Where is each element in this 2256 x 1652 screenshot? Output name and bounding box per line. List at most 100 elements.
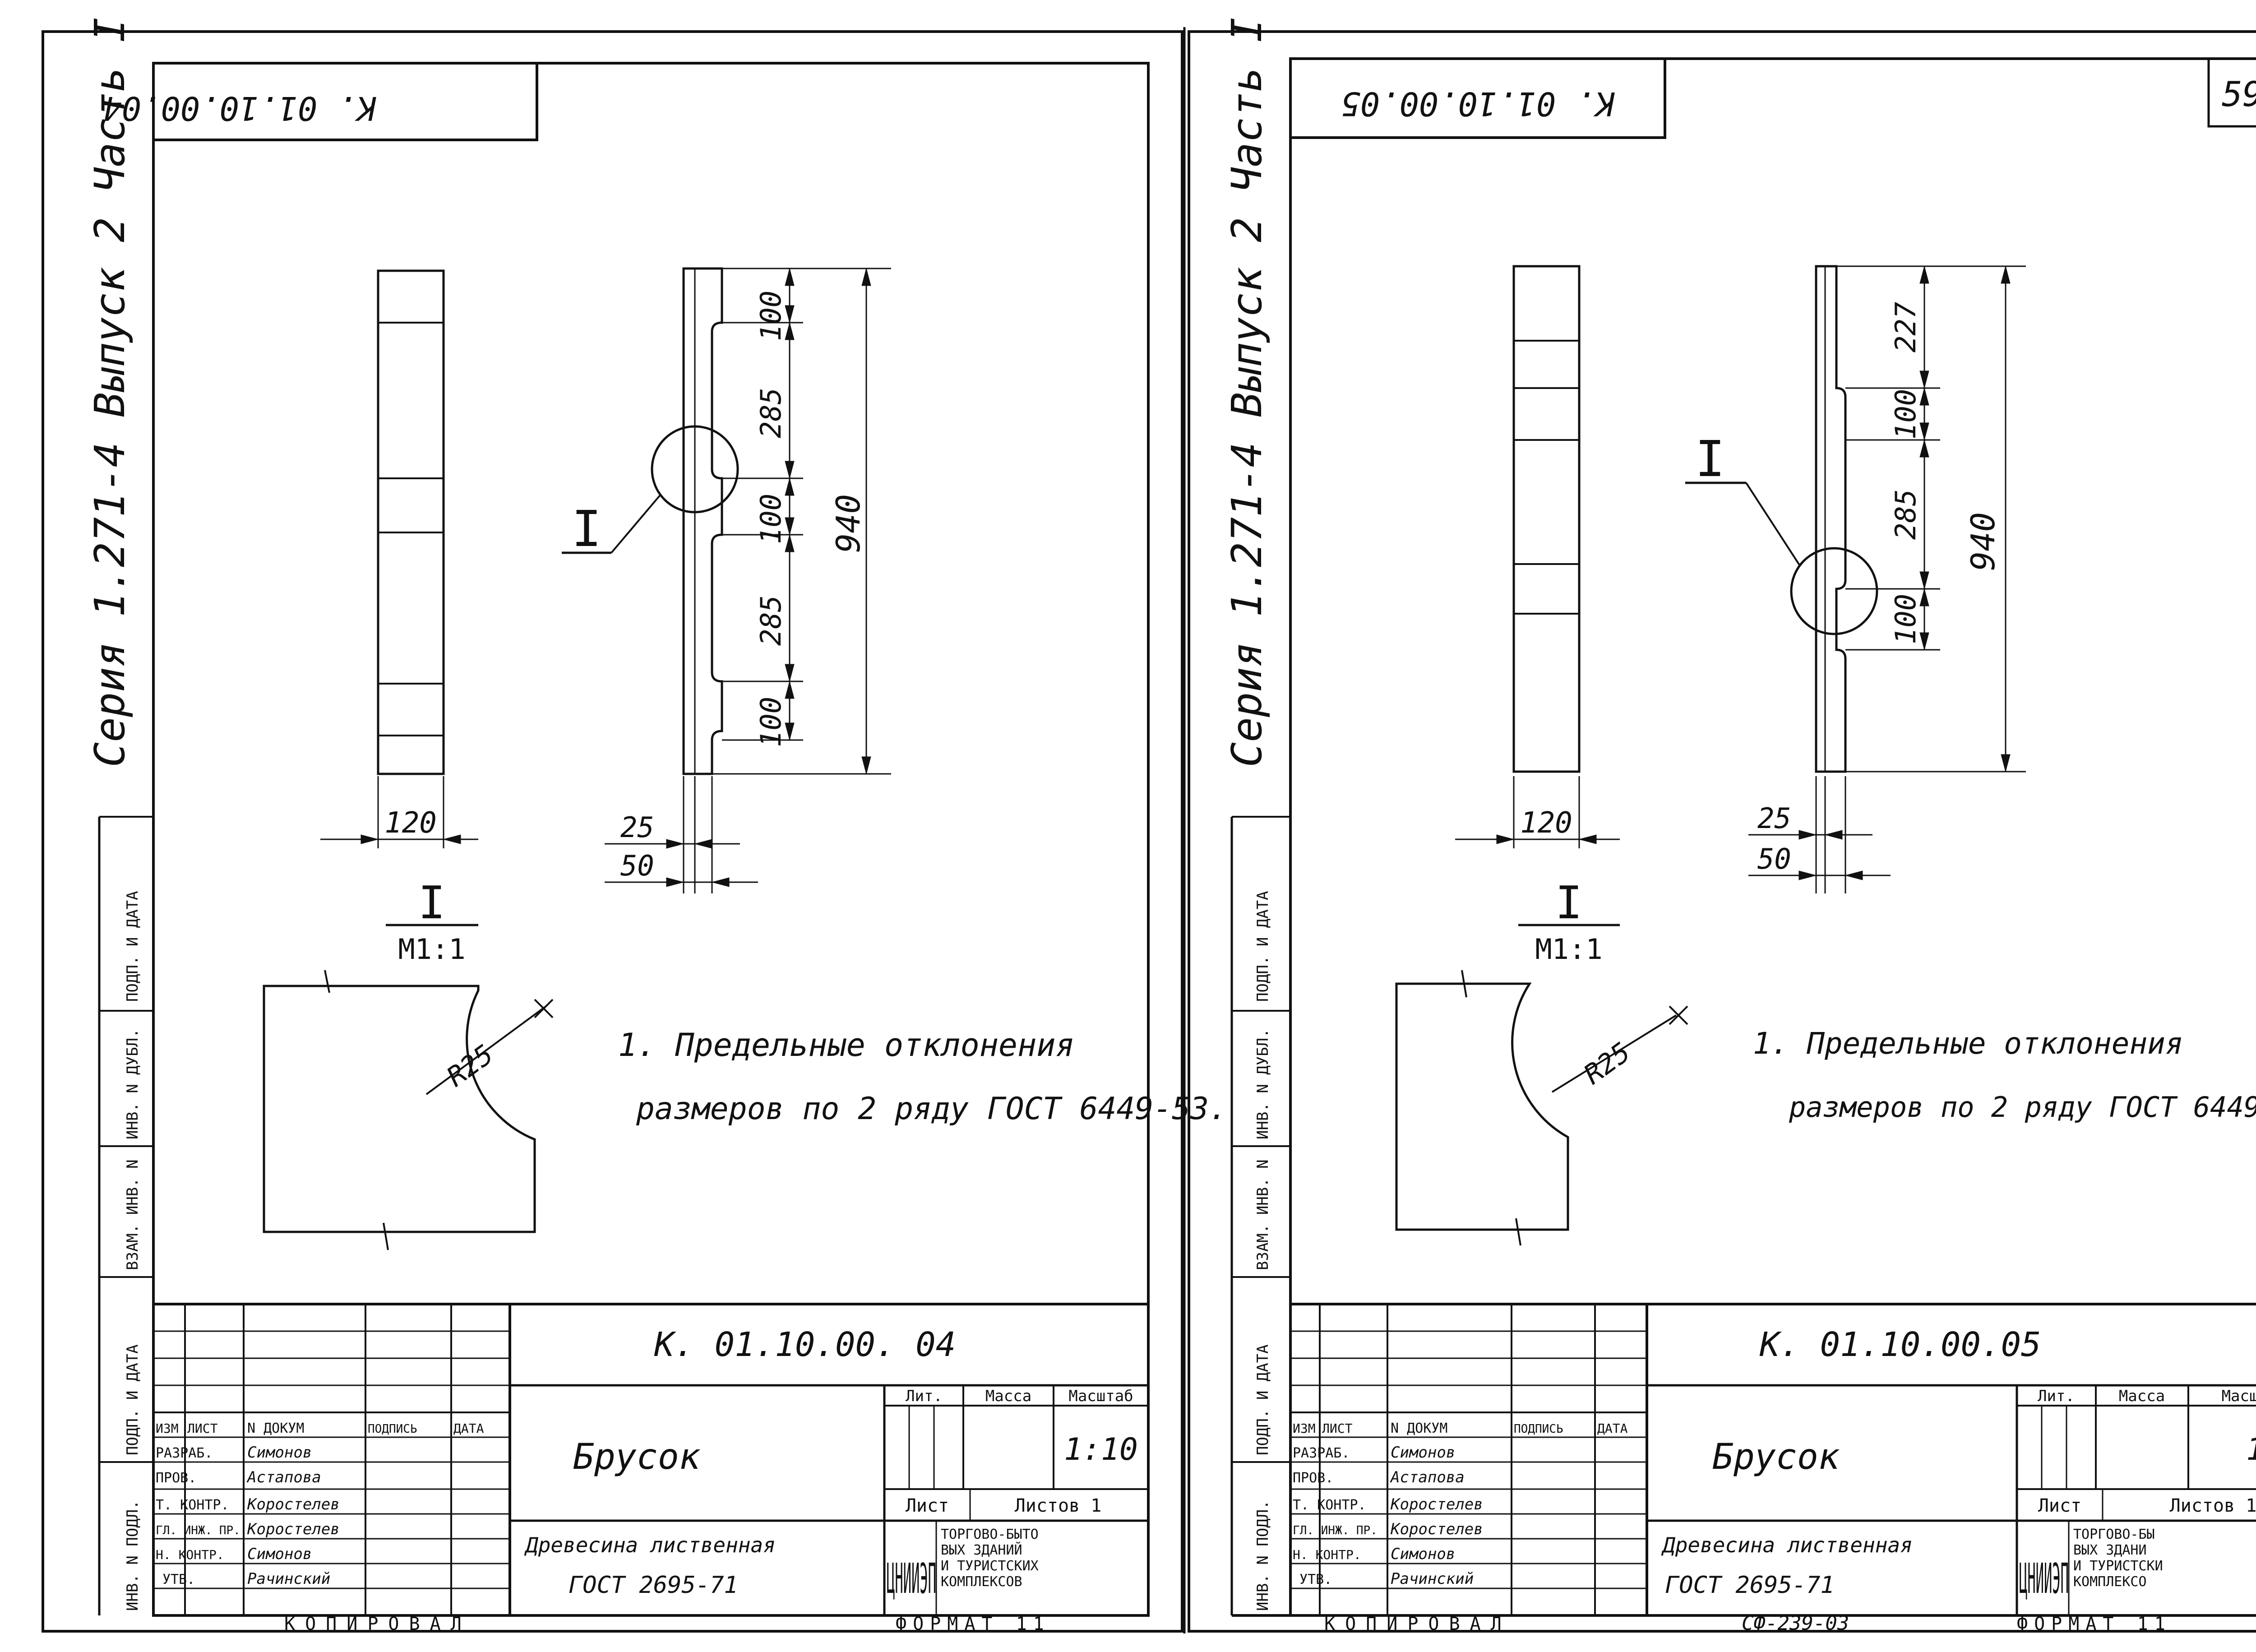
org-sub: ТОРГОВО-БЫ bbox=[2073, 1527, 2155, 1542]
callout-label: I bbox=[1695, 430, 1725, 488]
material-line-2: ГОСТ 2695-71 bbox=[1665, 1572, 1835, 1599]
sheet-left-text: К. 01.10.00.04 Серия 1.271-4 Выпуск 2 Ча… bbox=[86, 17, 1227, 1634]
person: Коростелев bbox=[247, 1495, 340, 1513]
dim-25-label: 25 bbox=[1757, 802, 1791, 835]
sheet-right-text: К. 01.10.00.05 59 Серия 1.271-4 Выпуск 2… bbox=[1223, 17, 2256, 1635]
scale-value: 1:10 bbox=[1064, 1432, 1138, 1467]
col-mass: Масса bbox=[2119, 1387, 2165, 1405]
col-scale: Масшта bbox=[2222, 1387, 2256, 1405]
mirrored-stamp-box bbox=[152, 62, 538, 141]
part-title: Брусок bbox=[1712, 1437, 1840, 1477]
org-sub: ВЫХ ЗДАНИ bbox=[2073, 1542, 2147, 1558]
bar-front-view bbox=[1512, 265, 1581, 773]
dim-label: 100 bbox=[754, 291, 787, 341]
hdr-list: ЛИСТ bbox=[187, 1421, 218, 1436]
bar-side-view bbox=[682, 267, 723, 775]
hdr-izm: ИЗМ bbox=[1293, 1421, 1316, 1436]
bar-front-view bbox=[377, 269, 445, 775]
footer-series-code: СФ-239-03 bbox=[1742, 1612, 1849, 1635]
part-title: Брусок bbox=[573, 1437, 701, 1477]
dim-25-label: 25 bbox=[620, 811, 654, 844]
org-name: ЦНИИЭП bbox=[887, 1555, 936, 1603]
hdr-date: ДАТА bbox=[1597, 1421, 1628, 1436]
dim-label: 100 bbox=[1889, 389, 1922, 440]
hdr-doc: N ДОКУМ bbox=[247, 1421, 304, 1436]
dim-width-label: 120 bbox=[384, 806, 437, 840]
hdr-date: ДАТА bbox=[453, 1421, 484, 1436]
detail-callout-circle bbox=[651, 425, 739, 514]
side-column-5: ИНВ. N ПОДЛ. bbox=[124, 1500, 142, 1611]
mirrored-stamp-box bbox=[1289, 57, 1666, 139]
footer-format: ФОРМАТ 11 bbox=[2017, 1614, 2172, 1634]
detail-profile bbox=[263, 985, 536, 1233]
note-line-2: размеров по 2 ряду ГОСТ 6449-53. bbox=[636, 1091, 1227, 1127]
dim-50-label: 50 bbox=[1757, 842, 1791, 875]
title-block bbox=[1290, 1303, 2256, 1615]
bar-side-view bbox=[1815, 265, 1847, 773]
sheet-inner-frame bbox=[1289, 57, 2256, 1615]
org-sub: КОМПЛЕКСО bbox=[2073, 1574, 2147, 1590]
org-sub: КОМПЛЕКСОВ bbox=[941, 1574, 1022, 1590]
org-sub: ВЫХ ЗДАНИЙ bbox=[941, 1542, 1022, 1558]
col-sheets: Листов 1 bbox=[1015, 1495, 1102, 1516]
col-scale: Масштаб bbox=[1068, 1387, 1133, 1405]
dim-total-label: 940 bbox=[829, 494, 867, 553]
material-line-2: ГОСТ 2695-71 bbox=[569, 1572, 738, 1599]
doc-code: К. 01.10.00.05 bbox=[1759, 1325, 2041, 1364]
side-column-2: ИНВ. N ДУБЛ. bbox=[124, 1028, 142, 1139]
col-mass: Масса bbox=[985, 1387, 1031, 1405]
doc-code: К. 01.10.00. 04 bbox=[654, 1325, 956, 1364]
series-margin-label: Серия 1.271-4 Выпуск 2 Часть I bbox=[1223, 17, 1271, 767]
dim-label: 100 bbox=[1889, 594, 1922, 644]
hdr-doc: N ДОКУМ bbox=[1391, 1421, 1447, 1436]
footer-copied: КОПИРОВАЛ bbox=[284, 1614, 472, 1634]
side-column-4: ПОДП. И ДАТА bbox=[124, 1344, 142, 1455]
mirrored-doc-stamp: К. 01.10.00.04 bbox=[102, 89, 377, 127]
role: УТВ. bbox=[162, 1572, 195, 1587]
role: ГЛ. ИНЖ. ПР. bbox=[156, 1524, 240, 1537]
person: Коростелев bbox=[1390, 1520, 1483, 1538]
role: ГЛ. ИНЖ. ПР. bbox=[1293, 1524, 1378, 1537]
detail-callout-circle bbox=[1790, 547, 1878, 635]
side-column-3: ВЗАМ. ИНВ. N bbox=[1254, 1159, 1272, 1270]
side-column-4: ПОДП. И ДАТА bbox=[1254, 1344, 1272, 1455]
person: Рачинский bbox=[247, 1570, 330, 1588]
dim-label: 100 bbox=[754, 697, 787, 747]
page-number-box bbox=[2207, 57, 2256, 128]
page-number: 59 bbox=[2222, 74, 2256, 114]
sheet-left bbox=[42, 30, 1183, 1633]
note-line-2: размеров по 2 ряду ГОСТ 6449-53 bbox=[1789, 1091, 2256, 1124]
hdr-sign: ПОДПИСЬ bbox=[1514, 1422, 1563, 1436]
hdr-list: ЛИСТ bbox=[1322, 1421, 1353, 1436]
sheet-outer-frame bbox=[1188, 30, 2256, 1633]
col-sheet: Лист bbox=[2038, 1495, 2081, 1516]
role: Т. КОНТР. bbox=[156, 1497, 229, 1513]
person: Коростелев bbox=[247, 1520, 340, 1538]
org-sub: И ТУРИСТСКИ bbox=[2073, 1558, 2163, 1574]
person: Симонов bbox=[247, 1444, 312, 1462]
detail-label: I bbox=[418, 876, 445, 929]
person: Симонов bbox=[1391, 1545, 1455, 1563]
role: РАЗРАБ. bbox=[1293, 1445, 1350, 1461]
dim-total-label: 940 bbox=[1964, 512, 2002, 571]
material-line-1: Древесина лиственная bbox=[524, 1533, 776, 1557]
scale-value: 1:10 bbox=[2246, 1432, 2256, 1467]
person: Рачинский bbox=[1391, 1570, 1474, 1588]
hdr-izm: ИЗМ bbox=[156, 1421, 179, 1436]
role: РАЗРАБ. bbox=[156, 1445, 213, 1461]
sheet-right bbox=[1188, 30, 2256, 1633]
title-block bbox=[153, 1303, 1148, 1615]
dim-label: 285 bbox=[754, 388, 787, 438]
org-name: ЦНИИЭП bbox=[2019, 1555, 2069, 1603]
role: ПРОВ. bbox=[1293, 1470, 1333, 1486]
side-column-5: ИНВ. N ПОДЛ. bbox=[1254, 1500, 1272, 1611]
detail-profile bbox=[1395, 982, 1569, 1231]
side-column-1: ПОДП. И ДАТА bbox=[1254, 891, 1272, 1002]
note-line-1: 1. Предельные отклонения bbox=[618, 1027, 1074, 1064]
person: Симонов bbox=[247, 1545, 312, 1563]
person: Симонов bbox=[1391, 1444, 1455, 1462]
mirrored-doc-stamp: К. 01.10.00.05 bbox=[1341, 85, 1615, 123]
dim-50-label: 50 bbox=[620, 849, 654, 882]
material-line-1: Древесина лиственная bbox=[1661, 1533, 1913, 1557]
